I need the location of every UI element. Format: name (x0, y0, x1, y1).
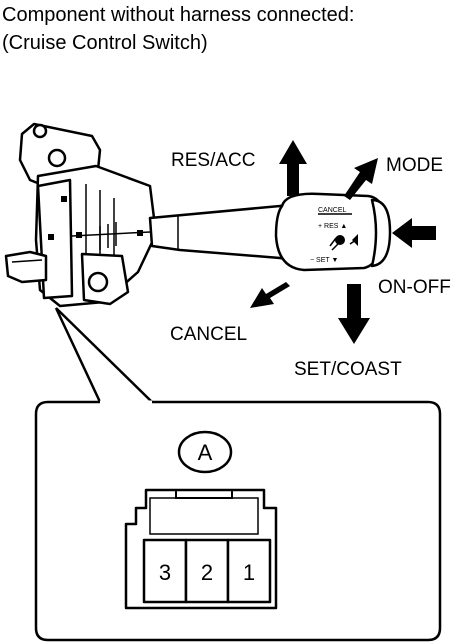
latch-1 (61, 196, 67, 202)
latch-2 (48, 234, 54, 240)
on-off-arrow-icon (392, 218, 436, 248)
title-line-2: (Cruise Control Switch) (2, 32, 208, 54)
res-acc-label: RES/ACC (171, 150, 255, 171)
pin-cell-3 (142, 538, 188, 604)
pin-label-2: 2 (201, 560, 213, 585)
on-off-label: ON-OFF (378, 277, 451, 298)
set-coast-arrow-icon (338, 284, 370, 344)
connector-label: A (198, 440, 213, 465)
connector-label-circle (177, 430, 233, 474)
cruise-symbol-icon (329, 234, 358, 251)
lever: CANCEL + RES ▲ − SET ▼ (148, 192, 392, 272)
pin-cell-2 (184, 538, 230, 604)
connector-tab (4, 250, 48, 284)
ear-hole-small (32, 123, 48, 139)
mode-arrow-icon (344, 158, 378, 200)
ear-hole-lower (87, 271, 109, 293)
callout-lines (54, 307, 153, 403)
switch-body (4, 122, 158, 308)
title-line-1: Component without harness connected: (2, 4, 355, 26)
connector-cavity (149, 497, 259, 535)
lever-res-marking: + RES ▲ (318, 223, 347, 230)
connector-tab-line (11, 259, 43, 263)
latch-4 (137, 230, 143, 236)
cancel-arrow-icon (250, 282, 290, 308)
pin-cell-1 (226, 538, 272, 604)
mode-label: MODE (386, 155, 443, 176)
pin-label-3: 3 (159, 560, 171, 585)
set-coast-label: SET/COAST (294, 359, 402, 380)
ear-hole-upper (47, 148, 67, 168)
lever-cancel-marking: CANCEL (318, 207, 347, 214)
lever-end-cap (370, 198, 392, 268)
res-acc-arrow-icon (279, 140, 307, 196)
pin-label-1: 1 (243, 560, 255, 585)
cancel-label: CANCEL (170, 324, 247, 345)
latch-3 (76, 232, 82, 238)
lever-set-marking: − SET ▼ (310, 257, 338, 264)
